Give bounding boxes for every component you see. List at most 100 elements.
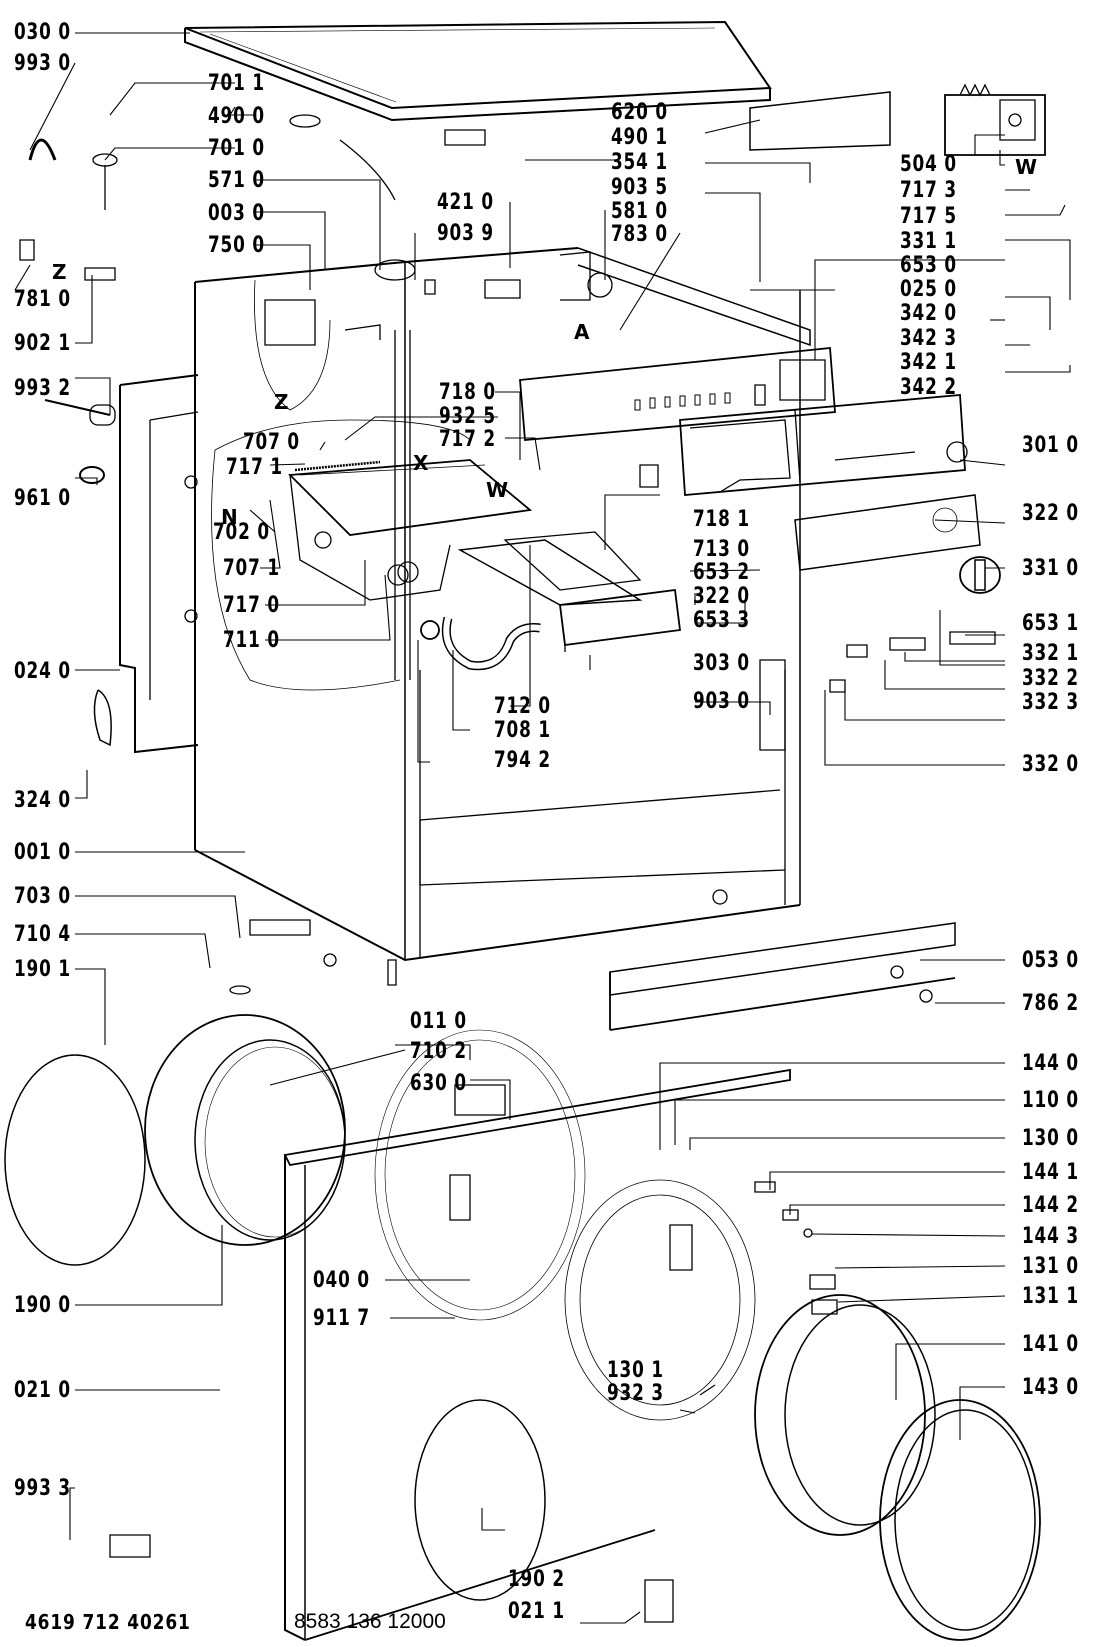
part-label: 144 2	[1022, 1193, 1079, 1218]
door-glass	[755, 1295, 935, 1535]
part-label: 504 0	[900, 152, 957, 177]
part-label: 322 0	[693, 584, 750, 609]
top-cover	[185, 22, 770, 120]
control-panel-backplate	[520, 348, 835, 440]
programmer-unit	[945, 85, 1045, 155]
ref-letter: N	[221, 505, 238, 529]
control-panel	[680, 395, 967, 495]
part-label: 342 1	[900, 350, 957, 375]
dispenser-group-outline	[212, 280, 470, 690]
part-label: 932 3	[607, 1381, 664, 1406]
part-label: 130 1	[607, 1358, 664, 1383]
part-label: 712 0	[494, 694, 551, 719]
part-label: 718 0	[439, 380, 496, 405]
part-label: 653 0	[900, 253, 957, 278]
front-clamp-ring	[415, 1400, 545, 1600]
part-label: 653 2	[693, 560, 750, 585]
part-label: 021 1	[508, 1599, 565, 1624]
part-label: 717 1	[226, 455, 283, 480]
part-label: 961 0	[14, 486, 71, 511]
part-label: 783 0	[611, 222, 668, 247]
part-label: 702 0	[213, 520, 270, 545]
dispenser-drawer	[460, 532, 680, 652]
part-label: 902 1	[14, 331, 71, 356]
part-label: 993 0	[14, 51, 71, 76]
part-label: 342 3	[900, 326, 957, 351]
part-label: 703 0	[14, 884, 71, 909]
front-panel	[285, 1030, 790, 1640]
leader-lines	[15, 33, 1070, 1623]
part-label: 710 4	[14, 922, 71, 947]
service-number: 8583 136 12000	[294, 1610, 446, 1633]
drawing-number: 4619 712 40261	[25, 1610, 191, 1634]
part-label: 053 0	[1022, 948, 1079, 973]
part-label: 144 0	[1022, 1051, 1079, 1076]
part-label: 040 0	[313, 1268, 370, 1293]
part-label: 190 0	[14, 1293, 71, 1318]
part-label: 993 2	[14, 376, 71, 401]
part-label: 490 1	[611, 125, 668, 150]
part-label: 110 0	[1022, 1088, 1079, 1113]
part-label: 011 0	[410, 1009, 467, 1034]
part-label: 701 0	[208, 136, 265, 161]
part-label: 301 0	[1022, 433, 1079, 458]
part-label: 707 1	[223, 556, 280, 581]
program-knob	[960, 557, 1000, 593]
part-label: 332 1	[1022, 641, 1079, 666]
part-label: 781 0	[14, 287, 71, 312]
part-label: 322 0	[1022, 501, 1079, 526]
part-label: 021 0	[14, 1378, 71, 1403]
part-label: 030 0	[14, 20, 71, 45]
ref-letter: W	[486, 478, 509, 502]
part-label: 131 1	[1022, 1284, 1079, 1309]
part-label: 717 5	[900, 204, 957, 229]
part-label: 025 0	[900, 277, 957, 302]
part-label: 144 1	[1022, 1160, 1079, 1185]
part-label: 324 0	[14, 788, 71, 813]
door-ring	[565, 1180, 755, 1420]
part-label: 903 9	[437, 221, 494, 246]
gasket-clamp-ring	[5, 1055, 145, 1265]
ref-letter: A	[574, 320, 590, 344]
part-label: 581 0	[611, 199, 668, 224]
part-label: 653 3	[693, 608, 750, 633]
part-label: 717 3	[900, 178, 957, 203]
part-label: 303 0	[693, 651, 750, 676]
part-label: 490 0	[208, 104, 265, 129]
part-label: 130 0	[1022, 1126, 1079, 1151]
part-label: 024 0	[14, 659, 71, 684]
part-label: 571 0	[208, 168, 265, 193]
part-label: 718 1	[693, 507, 750, 532]
door-gasket	[145, 1015, 345, 1245]
part-label: 141 0	[1022, 1332, 1079, 1357]
ref-letter: W	[1015, 155, 1038, 179]
part-label: 701 1	[208, 71, 265, 96]
part-label: 750 0	[208, 233, 265, 258]
part-label: 620 0	[611, 100, 668, 125]
ref-letter: X	[413, 451, 429, 475]
part-label: 190 2	[508, 1567, 565, 1592]
part-label: 003 0	[208, 201, 265, 226]
part-label: 911 7	[313, 1306, 370, 1331]
seal-ring	[421, 621, 439, 639]
part-label: 708 1	[494, 718, 551, 743]
part-label: 630 0	[410, 1071, 467, 1096]
part-label: 332 0	[1022, 752, 1079, 777]
side-panel	[120, 375, 198, 752]
part-label: 713 0	[693, 537, 750, 562]
part-label: 903 5	[611, 175, 668, 200]
part-label: 903 0	[693, 689, 750, 714]
part-label: 421 0	[437, 190, 494, 215]
circuit-board	[750, 92, 890, 150]
part-label: 932 5	[439, 404, 496, 429]
part-label: 354 1	[611, 150, 668, 175]
part-label: 001 0	[14, 840, 71, 865]
part-label: 331 1	[900, 229, 957, 254]
part-label: 332 2	[1022, 666, 1079, 691]
part-label: 711 0	[223, 628, 280, 653]
part-label: 332 3	[1022, 690, 1079, 715]
part-label: 143 0	[1022, 1375, 1079, 1400]
part-label: 342 0	[900, 301, 957, 326]
part-label: 717 0	[223, 593, 280, 618]
